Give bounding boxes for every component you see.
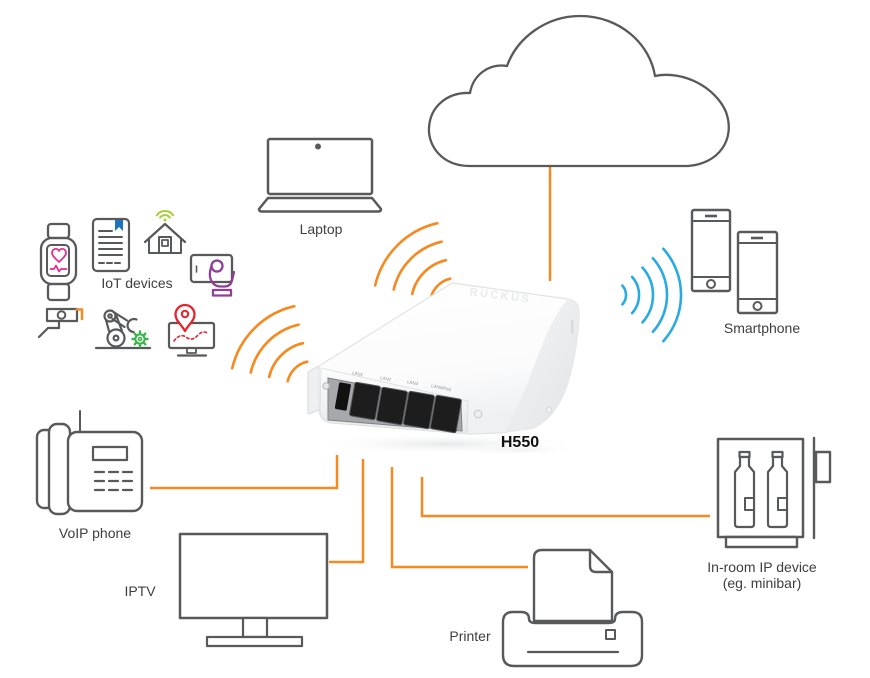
minibar-label-line1: In-room IP device [707, 559, 817, 575]
link-minibar-to-ap [420, 477, 710, 518]
location-pin-icon [174, 303, 196, 333]
wall-bracket [307, 365, 320, 415]
route-path [173, 331, 208, 342]
keypad [93, 470, 134, 492]
bezel-screw-right [473, 409, 483, 419]
link-iptv-to-ap [329, 459, 365, 564]
smartwatch-icon [39, 222, 78, 302]
cctv-camera-icon [37, 307, 84, 339]
voip-phone-label: VoIP phone [58, 525, 132, 541]
port-label-lan3: LAN3 [407, 379, 419, 386]
iptv-icon [178, 532, 329, 648]
minibar-label-line2: (eg. minibar) [722, 574, 802, 591]
cloud-icon [427, 14, 730, 168]
device-model-label: H550 [500, 434, 540, 451]
ereader-icon [91, 217, 131, 273]
printer-label: Printer [449, 628, 491, 644]
location-monitor-icon [167, 303, 216, 357]
access-point-device: LAN1 LAN2 LAN3 LAN4/PoE RUCKUS [307, 282, 583, 456]
iot-devices-label: IoT devices [101, 275, 173, 291]
iptv-label: IPTV [124, 583, 156, 599]
smart-home-icon [143, 210, 187, 254]
smartphone-label: Smartphone [723, 320, 801, 336]
voip-phone-icon [35, 410, 144, 516]
port-label-lan2: LAN2 [380, 375, 392, 382]
wired-links [150, 167, 710, 569]
wifi-arcs-iot [230, 304, 309, 383]
port-label-lan4: LAN4/PoE [431, 383, 452, 392]
device-side-face [505, 299, 579, 432]
laptop-icon [257, 137, 383, 213]
port-label-lan1: LAN1 [352, 370, 364, 377]
link-printer-to-ap [390, 467, 528, 569]
minibar-icon [716, 436, 832, 549]
touch-hand-icon [208, 259, 236, 297]
home-wifi-icon [155, 210, 175, 222]
lan-ports [334, 381, 462, 434]
smartphone-icon [690, 208, 779, 315]
minibar-label: In-room IP device (eg. minibar) [682, 559, 842, 591]
port-labels: LAN1 LAN2 LAN3 LAN4/PoE [352, 370, 452, 392]
gear-icon [131, 330, 149, 348]
robot-arm-icon [94, 309, 152, 350]
tablet-touch-icon [189, 253, 236, 297]
laptop-label: Laptop [299, 221, 343, 237]
bookmark-icon [115, 220, 123, 231]
printer-icon [501, 548, 644, 668]
wifi-arcs-laptop [373, 221, 452, 300]
bottles [733, 450, 789, 529]
usb-port [334, 382, 351, 411]
wifi-arcs-smartphone [621, 247, 683, 343]
bezel-screw-left [322, 382, 330, 390]
link-voip-to-ap [150, 455, 339, 490]
camera-mount-accent [75, 308, 84, 321]
